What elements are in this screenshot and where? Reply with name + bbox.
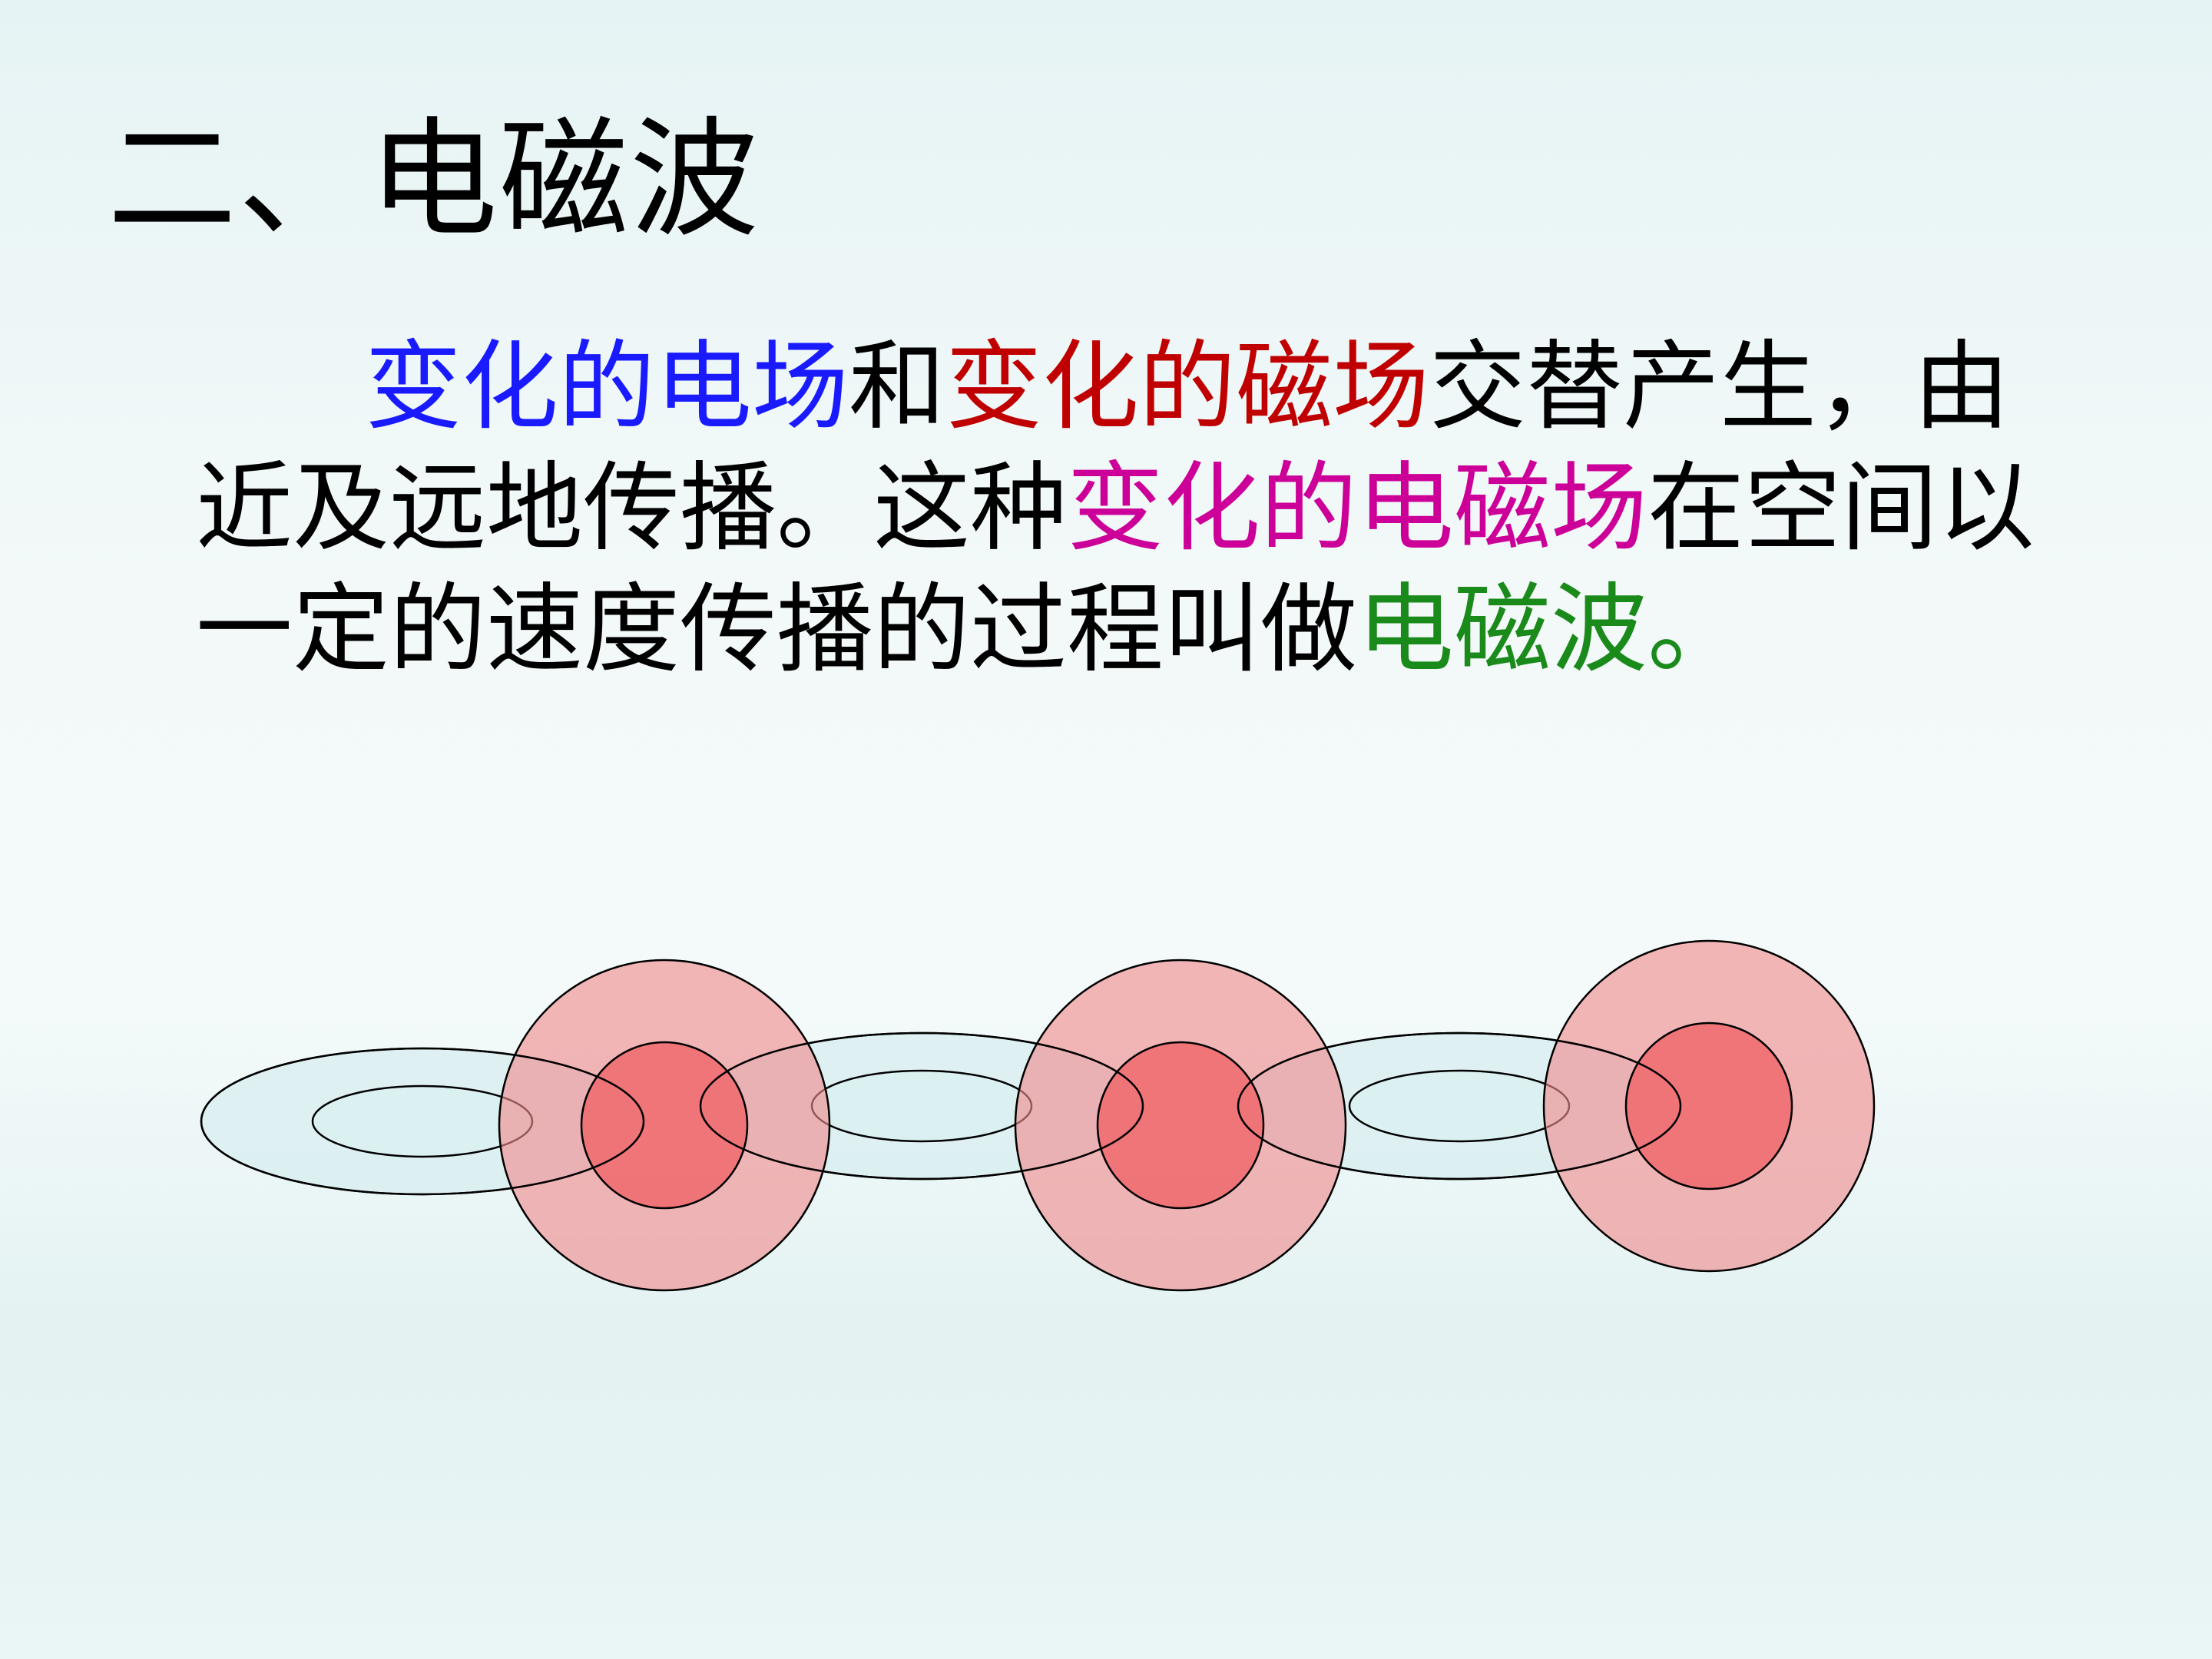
body-paragraph: 变化的电场和变化的磁场交替产生，由 近及远地传播。这种变化的电磁场在空间以 一定… [196, 326, 2101, 690]
text-propagate-near-far: 近及远地传播。这种 [196, 452, 1067, 565]
text-electromagnetic-wave: 电磁波。 [1357, 573, 1744, 686]
paragraph-line-1: 变化的电场和变化的磁场交替产生，由 [196, 326, 2101, 448]
text-changing-magnetic-field: 变化的磁场 [945, 330, 1429, 443]
field-ring-outline-2 [699, 1031, 1144, 1181]
electromagnetic-wave-diagram [200, 939, 1876, 1292]
field-ring-inner-2 [810, 1069, 1033, 1143]
text-changing-electric-field: 变化的电场 [365, 330, 849, 443]
field-ring-outline-1 [200, 1047, 645, 1196]
field-ring-outline-3 [1237, 1031, 1682, 1181]
text-changing-em-field: 变化的电磁场 [1067, 452, 1647, 565]
field-ring-inner-3 [1348, 1069, 1571, 1143]
text-and: 和 [849, 330, 945, 443]
field-circle-inner-2 [1096, 1041, 1265, 1210]
field-circle-inner-1 [580, 1041, 749, 1210]
slide-title: 二、电磁波 [108, 104, 760, 255]
paragraph-line-2: 近及远地传播。这种变化的电磁场在空间以 [196, 448, 2101, 569]
text-alternately-produced: 交替产生，由 [1429, 330, 2010, 443]
text-in-space: 在空间以 [1647, 452, 2035, 565]
paragraph-line-3: 一定的速度传播的过程叫做电磁波。 [196, 569, 2101, 690]
text-speed-process: 一定的速度传播的过程叫做 [196, 573, 1357, 686]
field-circle-inner-3 [1624, 1022, 1793, 1190]
